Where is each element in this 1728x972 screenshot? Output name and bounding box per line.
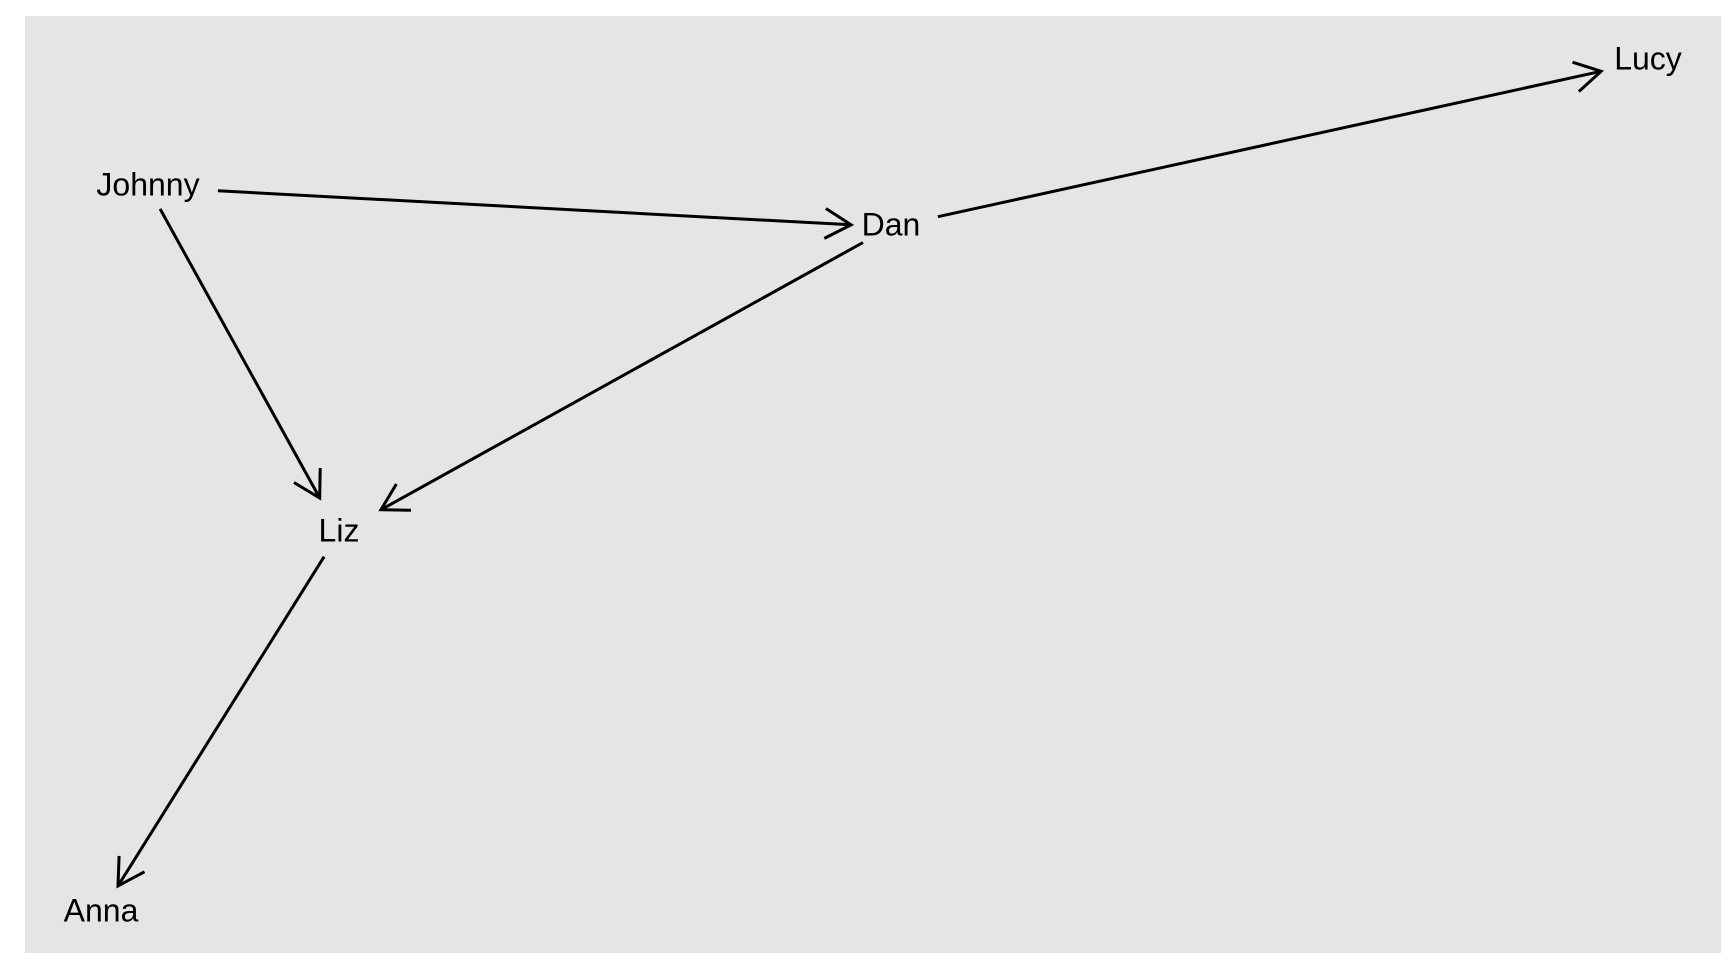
edge-johnny-liz: [158, 208, 322, 501]
node-label-liz: Liz: [319, 512, 360, 548]
edge-line-dan-lucy: [937, 69, 1602, 219]
edge-dan-liz: [378, 241, 864, 512]
node-label-anna: Anna: [64, 892, 139, 928]
edge-line-johnny-dan: [217, 189, 852, 227]
plot-panel: [25, 16, 1721, 953]
node-label-johnny: Johnny: [96, 166, 199, 202]
edge-line-dan-liz: [380, 241, 864, 512]
arrowhead-dan-lucy: [1572, 60, 1605, 93]
node-label-lucy: Lucy: [1614, 40, 1682, 76]
arrowhead-johnny-liz: [293, 467, 322, 501]
node-label-dan: Dan: [862, 206, 921, 242]
arrowhead-liz-anna: [116, 855, 146, 889]
nodes-layer: Johnny Dan Lucy Liz Anna: [64, 40, 1682, 928]
edge-johnny-dan: [217, 189, 855, 240]
edge-line-johnny-liz: [158, 208, 322, 499]
edges-layer: [116, 60, 1605, 889]
arrowhead-dan-liz: [378, 483, 412, 512]
arrowhead-johnny-dan: [823, 207, 855, 240]
edge-dan-lucy: [937, 60, 1605, 219]
edge-line-liz-anna: [116, 555, 326, 887]
edge-liz-anna: [116, 555, 326, 889]
